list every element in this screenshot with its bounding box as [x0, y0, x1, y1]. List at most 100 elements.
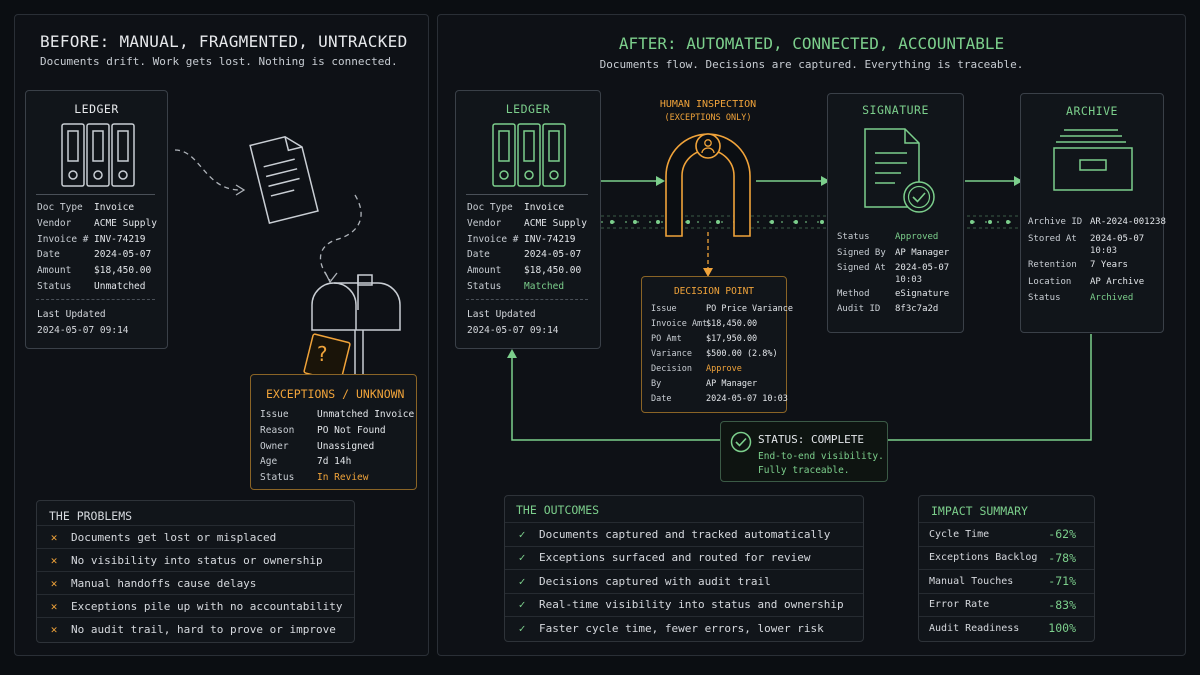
- field-key: Amount: [37, 265, 72, 277]
- before-ledger-updated-label: Last Updated: [37, 309, 106, 320]
- field-row: Vendor ACME Supply: [37, 216, 157, 232]
- impact-metric: Audit Readiness: [929, 622, 1020, 634]
- field-row: Invoice Amt$18,450.00: [651, 317, 757, 332]
- impact-row: Error Rate-83%: [919, 592, 1094, 617]
- field-key: Decision: [651, 364, 692, 374]
- status-complete-card: STATUS: COMPLETE End-to-end visibility. …: [720, 421, 888, 482]
- field-value: Invoice: [94, 202, 135, 213]
- field-value: $18,450.00: [706, 319, 758, 329]
- after-ledger-updated-label: Last Updated: [467, 309, 536, 320]
- mailbox-icon: [311, 274, 401, 375]
- field-value: 2024-05-07: [1090, 233, 1145, 244]
- floating-document-icon: [249, 135, 319, 225]
- field-key: Invoice Amt: [651, 319, 708, 329]
- field-value: Archived: [1090, 293, 1134, 303]
- field-value: Unmatched: [94, 281, 146, 292]
- check-circle-icon: [730, 431, 752, 453]
- list-item-text: Exceptions surfaced and routed for revie…: [539, 551, 811, 565]
- archive-box-icon: [1053, 129, 1133, 191]
- problems-card: THE PROBLEMS ✕Documents get lost or misp…: [36, 500, 355, 643]
- list-item: ✕Exceptions pile up with no accountabili…: [37, 594, 354, 617]
- field-value: Matched: [524, 281, 565, 292]
- field-key: Doc Type: [37, 202, 83, 213]
- list-item-text: Documents get lost or misplaced: [71, 530, 277, 544]
- field-value: Approve: [706, 364, 742, 374]
- field-row: Date 2024-05-07: [37, 247, 151, 263]
- field-key: Issue: [651, 304, 677, 314]
- check-icon: ✓: [518, 527, 526, 541]
- field-value: 2024-05-07 10:03: [706, 394, 788, 404]
- field-key: Status: [1028, 293, 1061, 303]
- field-key: Archive ID: [1028, 217, 1083, 227]
- impact-row: Manual Touches-71%: [919, 569, 1094, 593]
- field-key: Variance: [651, 349, 692, 359]
- field-value: $18,450.00: [524, 265, 582, 277]
- list-item-text: Decisions captured with audit trail: [539, 574, 771, 588]
- list-item: ✕Documents get lost or misplaced: [37, 525, 354, 548]
- status-line-1: End-to-end visibility.: [758, 451, 884, 462]
- field-key: Signed By: [837, 247, 886, 258]
- field-value: AR-2024-001238: [1090, 217, 1166, 227]
- field-key: Doc Type: [467, 202, 513, 213]
- field-key: Issue: [260, 409, 289, 420]
- field-value-cont: 10:03: [1090, 245, 1118, 256]
- field-value: INV-74219: [94, 233, 146, 245]
- field-key: Status: [467, 281, 502, 292]
- decision-title: DECISION POINT: [673, 286, 755, 297]
- question-mark: ?: [316, 342, 329, 366]
- list-item-text: Exceptions pile up with no accountabilit…: [71, 599, 343, 613]
- field-key: Method: [837, 288, 870, 299]
- list-item-text: Documents captured and tracked automatic…: [539, 527, 831, 541]
- field-row: Decision Approve: [651, 362, 742, 377]
- impact-row: Audit Readiness 100%: [919, 616, 1094, 640]
- field-key: Signed At: [837, 263, 886, 273]
- impact-value: -83%: [1048, 597, 1076, 612]
- field-key: Status: [837, 232, 870, 242]
- field-key: Age: [260, 456, 278, 468]
- field-value: 8f3c7a2d: [895, 304, 939, 314]
- impact-value: 100%: [1048, 621, 1076, 636]
- inspection-subtitle: (EXCEPTIONS ONLY): [664, 113, 752, 123]
- field-key: Status: [37, 281, 72, 292]
- field-row: Amount$18,450.00: [37, 263, 151, 279]
- field-key: Date: [467, 249, 490, 261]
- field-row: Invoice #INV-74219: [37, 232, 145, 248]
- impact-row: Exceptions Backlog-78%: [919, 545, 1094, 570]
- x-icon: ✕: [50, 553, 58, 567]
- field-value: 2024-05-07: [94, 249, 152, 261]
- field-value: PO Not Found: [317, 424, 386, 436]
- field-row: Doc Type Invoice: [37, 200, 134, 216]
- after-ledger-updated-value: 2024-05-07 09:14: [467, 325, 559, 336]
- field-value: AP Manager: [706, 379, 758, 389]
- check-icon: ✓: [518, 551, 526, 565]
- field-value: ACME Supply: [94, 217, 157, 229]
- before-subtitle: Documents drift. Work gets lost. Nothing…: [40, 55, 398, 68]
- field-key: Vendor: [37, 217, 72, 229]
- field-row: Status Archived: [1028, 290, 1133, 307]
- archive-title: ARCHIVE: [1066, 104, 1118, 118]
- impact-metric: Cycle Time: [929, 528, 990, 540]
- inspection-gate-icon: [665, 133, 751, 237]
- field-value: $500.00 (2.8%): [706, 349, 778, 359]
- field-value: eSignature: [895, 288, 950, 299]
- field-key: Location: [1028, 276, 1072, 287]
- list-item-text: Real-time visibility into status and own…: [539, 598, 844, 612]
- field-key: Date: [37, 249, 60, 261]
- outcomes-title: THE OUTCOMES: [516, 503, 600, 517]
- field-value: Invoice: [524, 202, 565, 213]
- check-icon: ✓: [518, 598, 526, 612]
- field-row: PO Amt$17,950.00: [651, 332, 757, 347]
